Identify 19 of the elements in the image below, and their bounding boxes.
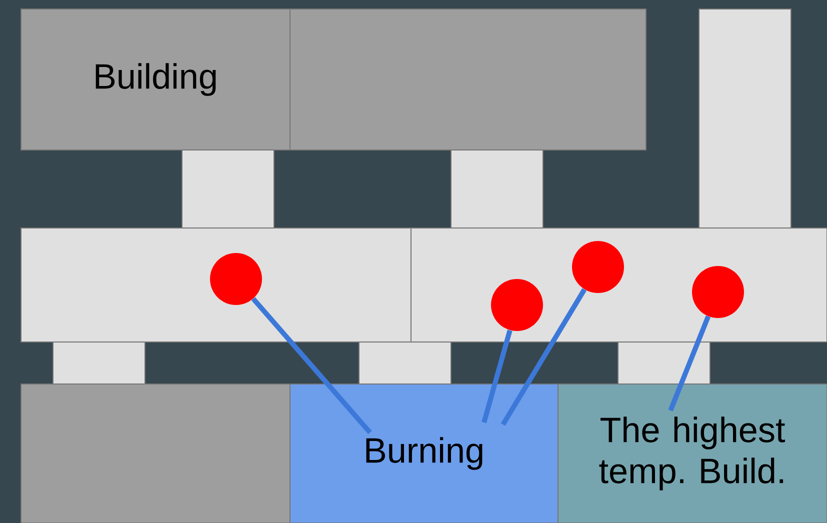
block [20, 384, 290, 523]
marker-dot [210, 253, 262, 305]
label-box: Burning [290, 384, 558, 523]
leader-line [482, 330, 512, 424]
block [290, 8, 646, 150]
leader-line [500, 288, 587, 426]
block [618, 342, 710, 384]
label-box: Building [20, 8, 290, 150]
leader-line [668, 315, 711, 412]
block [182, 150, 274, 228]
marker-dot [491, 279, 543, 331]
label-box: The highest temp. Build. [558, 384, 827, 523]
marker-dot [572, 241, 624, 293]
block [698, 8, 792, 228]
block [358, 342, 452, 384]
block [450, 150, 544, 228]
marker-dot [692, 266, 744, 318]
leader-line [251, 297, 372, 434]
block [52, 342, 146, 384]
